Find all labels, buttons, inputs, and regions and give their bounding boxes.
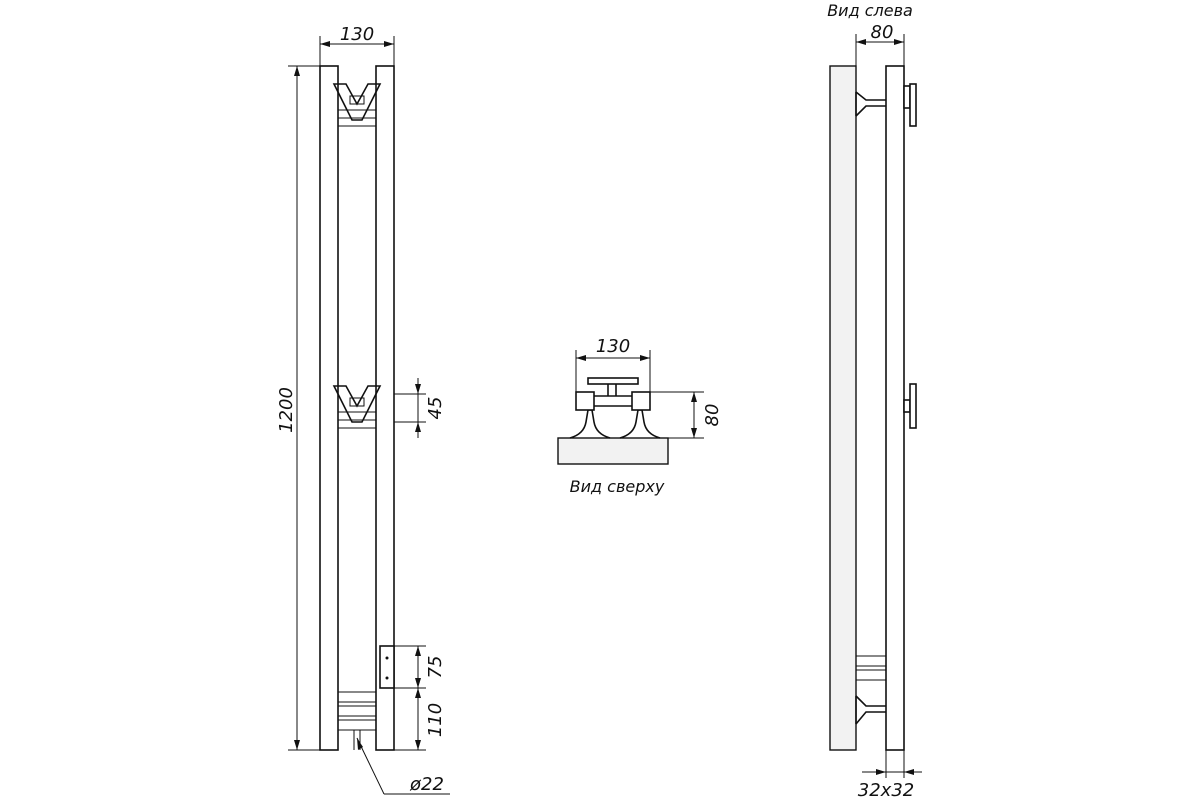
side-middle-bracket: [903, 383, 917, 429]
dim-bottom-offset-label: 110: [425, 703, 446, 737]
side-bottom-crossbars: [855, 655, 887, 681]
dim-top-depth-label: 80: [702, 404, 723, 427]
top-view-caption: Вид сверху: [570, 477, 665, 496]
dim-front-width-label: 130: [340, 24, 374, 45]
dim-pipe-leader: [356, 737, 450, 795]
dim-bottom-offset: [394, 688, 426, 751]
dim-side-depth: [855, 34, 905, 66]
dim-box-height: [394, 645, 426, 689]
dim-top-width-label: 130: [596, 336, 630, 357]
heating-element-box: [379, 645, 395, 689]
side-view-caption: Вид слева: [827, 1, 913, 20]
bottom-crossbars: [337, 691, 377, 750]
dim-side-profile: [862, 750, 922, 778]
dim-front-height: [288, 65, 320, 751]
dim-top-width: [575, 350, 651, 392]
top-view-wall: [557, 437, 669, 465]
top-view: 130 80 Вид сверху: [557, 336, 723, 496]
side-view-wall: [829, 65, 857, 751]
dim-front-height-label: 1200: [276, 387, 297, 433]
side-view: 80 Вид слева 32х32: [827, 1, 922, 800]
dim-bracket-spacing: [394, 378, 426, 438]
dim-front-width: [319, 36, 395, 66]
front-left-rail: [319, 65, 339, 751]
side-top-bracket: [855, 83, 917, 127]
dim-bracket-spacing-label: 45: [425, 397, 446, 420]
side-view-profile: [885, 65, 905, 751]
dim-box-height-label: 75: [425, 656, 446, 679]
top-wall-bracket: [332, 83, 382, 127]
middle-wall-bracket: [332, 385, 382, 429]
dim-side-profile-label: 32х32: [858, 780, 914, 800]
side-bottom-bracket: [855, 695, 886, 725]
dim-side-depth-label: 80: [871, 22, 894, 43]
dim-pipe-diameter-label: ø22: [409, 774, 444, 795]
dim-top-depth: [650, 391, 704, 439]
front-view: 130 1200 45 75: [276, 24, 450, 795]
